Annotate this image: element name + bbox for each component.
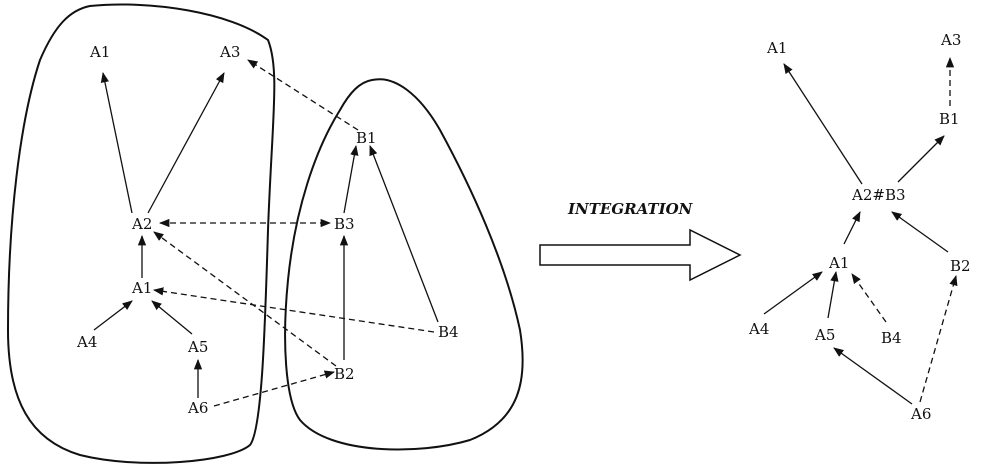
- integration-title: INTEGRATION: [567, 200, 694, 218]
- node-a5-right: A5: [814, 326, 835, 344]
- edge-a6-a5-right: [833, 347, 913, 405]
- node-a6-right: A6: [910, 405, 931, 423]
- edge-a4-a1: [93, 300, 133, 331]
- node-b4-left: B4: [438, 323, 459, 341]
- node-a3-left: A3: [219, 43, 240, 61]
- edge-b4-a1-right: [851, 273, 887, 323]
- edge-a2-a1: [100, 71, 133, 214]
- node-b2-right: B2: [950, 257, 971, 275]
- node-b2-left: B2: [334, 365, 355, 383]
- edge-a2-a3: [147, 72, 225, 214]
- integration-arrow: [539, 228, 742, 282]
- node-a2-left: A2: [131, 215, 152, 233]
- edge-b1-a3: [247, 59, 359, 131]
- node-a3-right: A3: [940, 31, 961, 49]
- node-b1-right: B1: [939, 110, 960, 128]
- edge-merged-a1: [783, 63, 863, 185]
- edge-a5-a1: [151, 300, 193, 335]
- edge-b4-a1: [152, 287, 435, 333]
- node-b4-right: B4: [881, 329, 902, 347]
- node-merged-a2b3: A2#B3: [851, 186, 906, 204]
- node-b1-left: B1: [356, 129, 377, 147]
- edge-b2-merged: [891, 211, 949, 253]
- group-a-boundary: [6, 3, 276, 464]
- node-b3-left: B3: [334, 215, 355, 233]
- node-a1-mid-right: A1: [828, 254, 849, 272]
- edge-a6-b2-right: [919, 275, 958, 403]
- node-a1-top-right: A1: [766, 39, 787, 57]
- node-a1-mid-left: A1: [131, 279, 152, 297]
- edge-a1-merged: [843, 211, 861, 245]
- edge-a5-a1-right: [827, 270, 839, 319]
- edge-merged-b1: [897, 135, 945, 183]
- edge-b4-b1: [369, 145, 439, 323]
- node-a4-right: A4: [748, 320, 769, 338]
- node-a4-left: A4: [76, 333, 97, 351]
- edge-b3-b1: [343, 144, 359, 214]
- edge-b2-a2: [153, 231, 337, 367]
- node-a5-left: A5: [187, 338, 208, 356]
- edge-a4-a1-right: [763, 271, 823, 315]
- node-a6-left: A6: [187, 399, 208, 417]
- group-b-boundary: [284, 78, 524, 451]
- node-a1-top-left: A1: [89, 43, 110, 61]
- edge-a6-b2: [213, 370, 336, 407]
